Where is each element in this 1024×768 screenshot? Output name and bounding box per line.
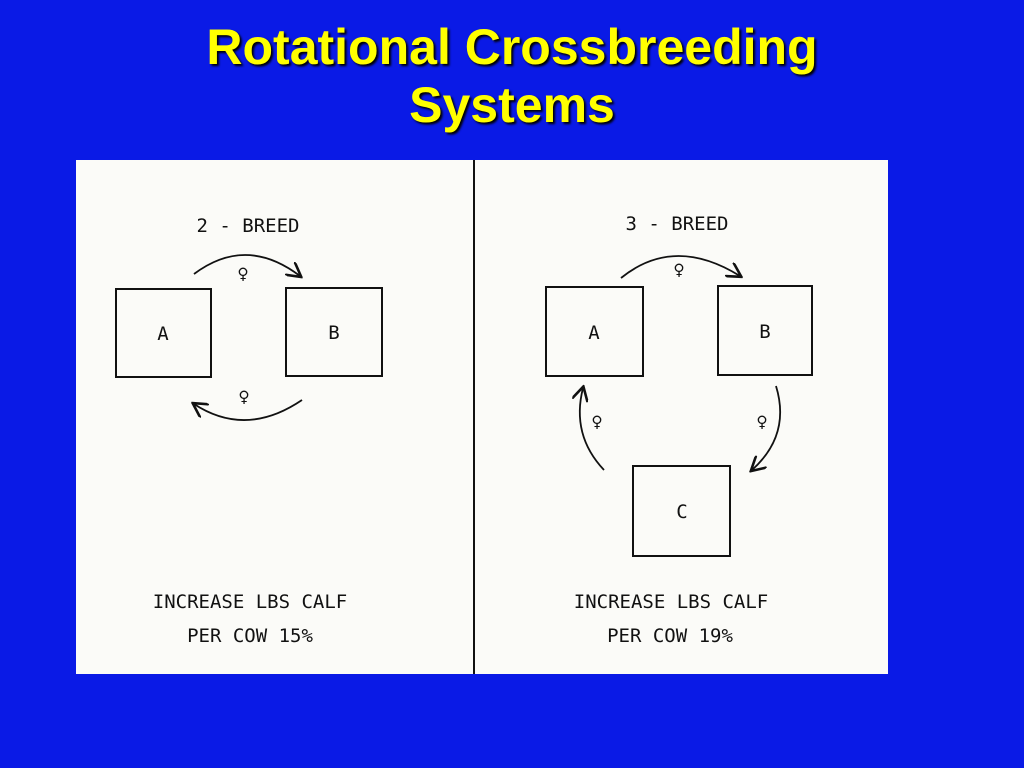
breed-c-box bbox=[632, 465, 731, 557]
breed-a-box bbox=[545, 286, 644, 377]
breed-a-label: A bbox=[588, 322, 600, 344]
breed-c-label: C bbox=[676, 501, 687, 523]
arrow-c-to-a bbox=[580, 388, 605, 471]
female-symbol-icon: ♀ bbox=[237, 263, 248, 285]
arrow-a-to-b bbox=[193, 254, 300, 276]
three-breed-result-line-1: INCREASE LBS CALF bbox=[574, 591, 768, 613]
diagram-canvas: 2 - BREED A B ♀ ♀ INCREASE LBS CALF PER … bbox=[115, 160, 813, 674]
female-symbol-icon: ♀ bbox=[591, 411, 602, 433]
slide-title-line-1: Rotational Crossbreeding bbox=[206, 19, 818, 75]
two-breed-result-line-1: INCREASE LBS CALF bbox=[153, 591, 347, 613]
breed-a-label: A bbox=[157, 323, 169, 345]
breed-b-label: B bbox=[328, 322, 339, 344]
breed-b-label: B bbox=[759, 321, 770, 343]
female-symbol-icon: ♀ bbox=[756, 411, 767, 433]
three-breed-system: 3 - BREED A B C ♀ ♀ ♀ INCREASE LBS CALF … bbox=[545, 213, 813, 647]
slide-title: Rotational Crossbreeding Systems bbox=[0, 18, 1024, 134]
breed-b-box bbox=[285, 287, 383, 377]
two-breed-system: 2 - BREED A B ♀ ♀ INCREASE LBS CALF PER … bbox=[115, 215, 383, 647]
arrow-b-to-c bbox=[752, 385, 782, 470]
two-breed-result-line-2: PER COW 15% bbox=[187, 625, 313, 647]
two-breed-heading: 2 - BREED bbox=[197, 215, 300, 237]
three-breed-result-line-2: PER COW 19% bbox=[607, 625, 733, 647]
diagram-panel: 2 - BREED A B ♀ ♀ INCREASE LBS CALF PER … bbox=[76, 160, 888, 674]
slide-title-line-2: Systems bbox=[409, 77, 615, 133]
arrow-b-to-a bbox=[194, 399, 303, 421]
three-breed-heading: 3 - BREED bbox=[626, 213, 729, 235]
female-symbol-icon: ♀ bbox=[673, 259, 684, 281]
breed-a-box bbox=[115, 288, 212, 378]
female-symbol-icon: ♀ bbox=[238, 386, 249, 408]
arrow-a-to-b bbox=[620, 255, 740, 279]
breed-b-box bbox=[717, 285, 813, 376]
